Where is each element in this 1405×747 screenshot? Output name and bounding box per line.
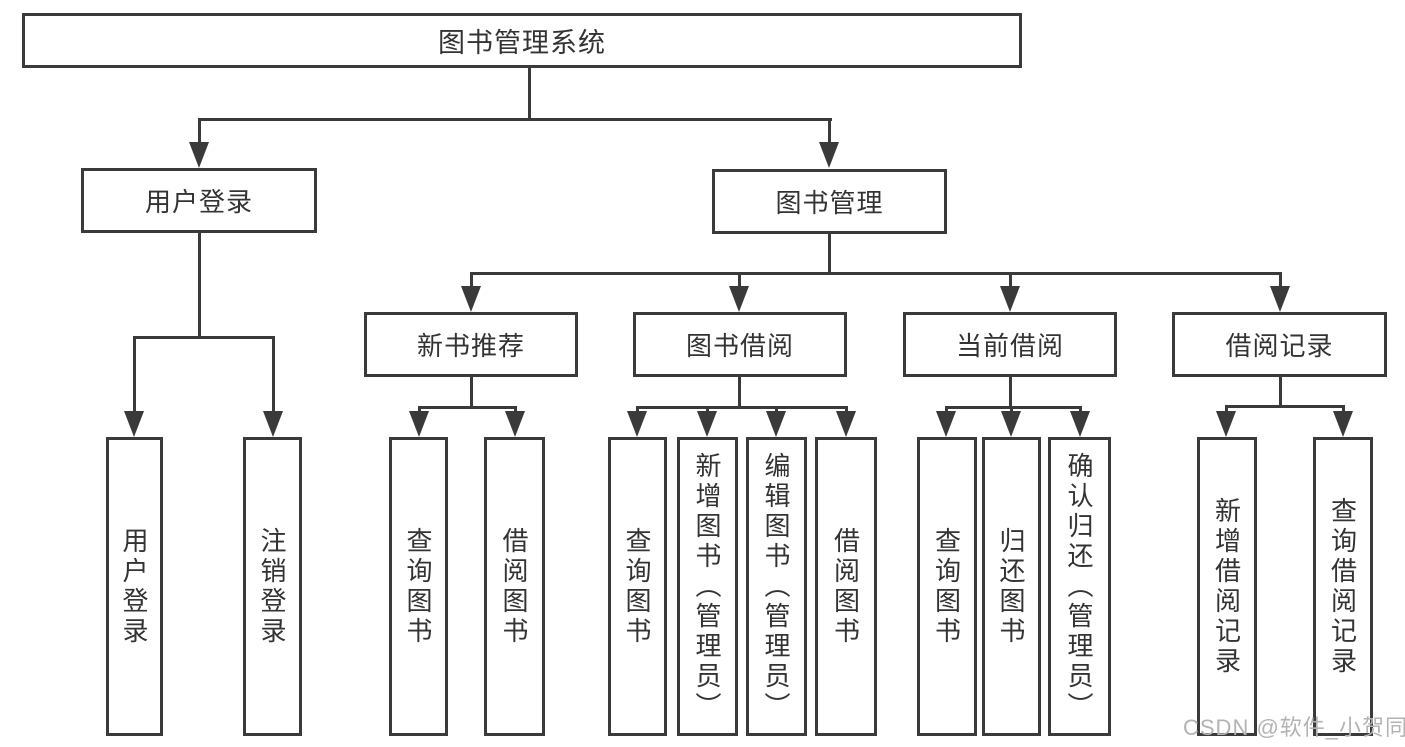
leaf-borrow-books: 借阅图书	[815, 437, 877, 736]
arrow-down-icon	[729, 286, 749, 312]
connector-line	[133, 336, 275, 339]
arrow-down-icon	[1000, 286, 1020, 312]
connector-line	[1009, 272, 1012, 288]
leaf-label: 借阅图书	[499, 526, 529, 647]
node-label: 图书借阅	[685, 331, 794, 361]
leaf-query-books-current: 查询图书	[917, 437, 977, 736]
leaf-label: 归还图书	[996, 526, 1026, 647]
arrow-down-icon	[124, 411, 144, 437]
connector-line	[198, 233, 201, 339]
connector-line	[1010, 406, 1013, 414]
connector-line	[133, 336, 136, 413]
node-label: 当前借阅	[955, 331, 1064, 361]
node-book-borrowing: 图书借阅	[633, 312, 847, 377]
arrow-down-icon	[461, 286, 481, 312]
arrow-down-icon	[766, 411, 786, 437]
connector-line	[418, 406, 517, 409]
leaf-label: 确认归还（管理员）	[1064, 451, 1094, 722]
arrow-down-icon	[836, 411, 856, 437]
node-label: 新书推荐	[416, 331, 525, 361]
connector-line	[945, 406, 1082, 409]
leaf-return-book: 归还图书	[982, 437, 1041, 736]
leaf-label: 注销登录	[257, 526, 287, 647]
connector-line	[514, 406, 517, 414]
connector-line	[1225, 405, 1228, 414]
node-label: 用户登录	[144, 187, 253, 217]
leaf-add-book-admin: 新增图书（管理员）	[677, 437, 738, 736]
connector-line	[1009, 377, 1012, 409]
arrow-down-icon	[936, 411, 956, 437]
connector-line	[470, 272, 473, 288]
leaf-label: 编辑图书（管理员）	[761, 451, 791, 722]
leaf-label: 查询图书	[403, 526, 433, 647]
leaf-label: 新增图书（管理员）	[692, 451, 722, 722]
leaf-add-borrow-record: 新增借阅记录	[1197, 437, 1257, 736]
connector-line	[738, 377, 741, 409]
node-new-book-recommend: 新书推荐	[364, 312, 578, 377]
node-borrowing-records: 借阅记录	[1172, 312, 1387, 377]
leaf-label: 借阅图书	[830, 526, 861, 647]
csdn-watermark: CSDN @软件_小贺同学	[1183, 715, 1405, 740]
node-current-borrowing: 当前借阅	[903, 312, 1117, 377]
connector-line	[418, 406, 421, 414]
leaf-borrow-books-recommend: 借阅图书	[484, 437, 545, 736]
connector-line	[198, 118, 201, 146]
leaf-label: 用户登录	[119, 526, 149, 647]
node-book-management: 图书管理	[712, 169, 947, 234]
arrow-down-icon	[505, 411, 525, 437]
connector-line	[738, 272, 741, 288]
connector-line	[1279, 377, 1282, 408]
node-user-login: 用户登录	[81, 168, 317, 233]
connector-line	[1342, 405, 1345, 414]
leaf-label: 查询借阅记录	[1327, 496, 1358, 677]
connector-line	[272, 336, 275, 413]
node-label: 借阅记录	[1225, 331, 1334, 361]
connector-line	[1079, 406, 1082, 414]
arrow-down-icon	[1333, 411, 1353, 437]
connector-line	[706, 406, 709, 414]
connector-line	[845, 406, 848, 414]
node-root-system: 图书管理系统	[22, 13, 1022, 68]
connector-line	[828, 234, 831, 275]
connector-line	[945, 406, 948, 414]
arrow-down-icon	[189, 142, 209, 168]
leaf-label: 查询图书	[622, 526, 652, 647]
arrow-down-icon	[819, 142, 839, 168]
leaf-label: 新增借阅记录	[1211, 496, 1242, 677]
leaf-confirm-return-admin: 确认归还（管理员）	[1048, 437, 1111, 736]
arrow-down-icon	[697, 411, 717, 437]
leaf-logout: 注销登录	[243, 437, 302, 736]
arrow-down-icon	[1070, 411, 1090, 437]
arrow-down-icon	[1270, 286, 1290, 312]
node-label: 图书管理	[775, 188, 884, 218]
leaf-edit-book-admin: 编辑图书（管理员）	[746, 437, 807, 736]
leaf-user-login: 用户登录	[106, 437, 163, 736]
leaf-label: 查询图书	[931, 526, 962, 647]
leaf-query-books-recommend: 查询图书	[389, 437, 448, 736]
arrow-down-icon	[263, 411, 283, 437]
leaf-query-borrow-record: 查询借阅记录	[1313, 437, 1373, 736]
connector-line	[1279, 272, 1282, 288]
node-label: 图书管理系统	[438, 28, 606, 58]
arrow-down-icon	[627, 411, 647, 437]
connector-line	[470, 377, 473, 409]
leaf-query-books-borrow: 查询图书	[608, 437, 667, 736]
arrow-down-icon	[1216, 411, 1236, 437]
arrow-down-icon	[1001, 411, 1021, 437]
connector-line	[636, 406, 848, 409]
connector-line	[1225, 405, 1345, 408]
connector-line	[198, 118, 832, 121]
connector-line	[775, 406, 778, 414]
arrow-down-icon	[409, 411, 429, 437]
connector-line	[636, 406, 639, 414]
connector-line	[528, 68, 531, 121]
connector-line	[470, 272, 1282, 275]
connector-line	[828, 118, 831, 146]
